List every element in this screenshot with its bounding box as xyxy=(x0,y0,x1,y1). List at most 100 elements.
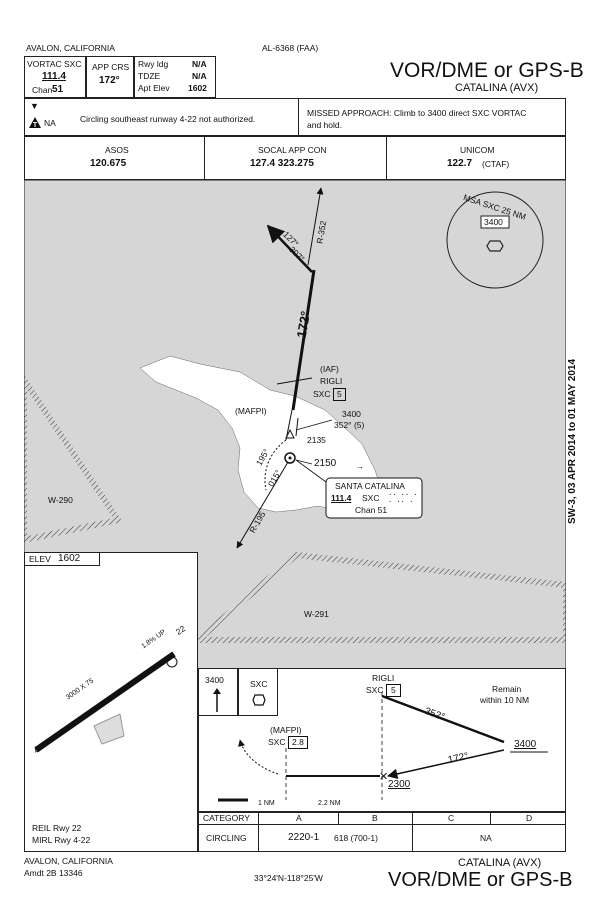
elevation-leader xyxy=(295,459,313,465)
category-a: A xyxy=(296,813,302,823)
footer-subtitle: CATALINA (AVX) xyxy=(458,857,542,869)
radial-195-line xyxy=(236,461,289,549)
chart-id: AL-6368 (FAA) xyxy=(262,43,319,53)
airport-diagram xyxy=(24,552,198,852)
vortac-frequency: 111.4 xyxy=(42,71,66,82)
app-crs-value: 172° xyxy=(99,75,120,86)
profile-sxc: SXC xyxy=(250,679,268,689)
vortac-center xyxy=(288,456,292,460)
profile-diagram: ✕ xyxy=(218,692,548,802)
vortac-callout-chan: Chan 51 xyxy=(355,505,388,515)
col-div-1 xyxy=(258,812,259,852)
elevation-box xyxy=(24,552,100,566)
rigli-fix-mark xyxy=(276,377,313,385)
msa-altitude: 3400 xyxy=(484,217,503,227)
feeder-route xyxy=(266,224,313,273)
missed-climb-path xyxy=(238,739,279,775)
vortac-info-box xyxy=(24,56,86,98)
airport-subtitle: CATALINA (AVX) xyxy=(455,82,539,94)
profile-mafpi: (MAFPI) xyxy=(270,725,302,735)
minimums-table xyxy=(198,812,566,852)
col-div-4 xyxy=(490,812,491,824)
circling-ab-minimum: 2220-1 xyxy=(288,832,320,843)
asos-label: ASOS xyxy=(105,145,129,155)
distance-1nm: 1 NM xyxy=(258,800,275,807)
outbound-leg xyxy=(381,694,505,744)
svg-text:T: T xyxy=(33,122,38,128)
distance-22nm: 2.2 NM xyxy=(318,800,341,807)
rwy-ldg-label: Rwy ldg xyxy=(138,59,169,69)
morse-code: ·· ·· ·· ·· · xyxy=(388,491,418,506)
category-c: C xyxy=(448,813,455,823)
beacon-symbol xyxy=(166,656,178,668)
obstacle-elevation: 2135 xyxy=(307,435,326,445)
vortac-name: SANTA CATALINA xyxy=(335,481,405,491)
circling-cd-minimum: NA xyxy=(480,833,492,843)
airport-elev-value: 1602 xyxy=(58,553,81,564)
msa-vortac-symbol xyxy=(486,240,504,252)
notes-row xyxy=(24,98,566,136)
msa-circle xyxy=(446,191,544,289)
holding-box xyxy=(238,668,278,716)
tdze-label: TDZE xyxy=(138,71,161,81)
runway-diagram xyxy=(34,651,178,753)
airport-elev-label: ELEV xyxy=(29,554,51,564)
climb-arrow-icon xyxy=(213,688,221,712)
runway-4-22 xyxy=(34,651,176,753)
vortac-symbol xyxy=(284,452,296,464)
procedure-title: VOR/DME or GPS-B xyxy=(390,59,584,82)
rigli-label: RIGLI xyxy=(320,376,343,386)
profile-climb-alt: 3400 xyxy=(205,675,224,685)
inbound-leg xyxy=(386,749,505,780)
vortac-callout-box xyxy=(325,477,423,519)
remain-note-1: Remain xyxy=(492,684,522,694)
w290-boundary xyxy=(24,374,123,544)
circling-note: Circling southeast runway 4-22 not autho… xyxy=(80,114,256,124)
restricted-area-w290: W-290 xyxy=(48,495,73,505)
vortac-label: VORTAC SXC xyxy=(27,59,82,69)
profile-min-altitude: 2300 xyxy=(388,779,411,790)
apt-elev-label: Apt Elev xyxy=(138,83,170,93)
rigli-dme: 5 xyxy=(333,388,346,401)
taxiway xyxy=(93,713,125,745)
comms-divider-2 xyxy=(386,136,387,180)
circling-label: CIRCLING xyxy=(206,833,247,843)
minimums-row-divider xyxy=(198,824,566,825)
unicom-frequency: 122.7 xyxy=(447,158,473,169)
approach-control-frequency: 127.4 323.275 xyxy=(250,158,314,169)
mirl-note: MIRL Rwy 4-22 xyxy=(32,835,91,845)
circling-ab-haa: 618 (700-1) xyxy=(334,833,378,843)
chan-value: 51 xyxy=(52,84,64,95)
footer-title: VOR/DME or GPS-B xyxy=(388,869,573,891)
msa-alt-box xyxy=(480,215,510,229)
profile-rigli-dme: 5 xyxy=(386,684,401,697)
reil-note: REIL Rwy 22 xyxy=(32,823,82,833)
approach-control-label: SOCAL APP CON xyxy=(258,145,327,155)
notes-divider xyxy=(298,98,299,136)
category-label: CATEGORY xyxy=(203,813,250,823)
apt-elev-value: 1602 xyxy=(188,83,207,93)
runway-info-box xyxy=(134,56,216,98)
missed-climb-box xyxy=(198,668,238,716)
app-crs-box xyxy=(86,56,134,98)
profile-hold-altitude: 3400 xyxy=(514,739,537,750)
rigli-sxc-label: SXC xyxy=(313,389,331,399)
asos-frequency: 120.675 xyxy=(90,158,127,169)
takeoff-minimums-symbol: T xyxy=(29,117,41,128)
spot-elevation: 2150 xyxy=(314,458,337,469)
radial-352-line xyxy=(307,187,324,266)
hold-leader-line xyxy=(295,419,333,431)
vortac-callout-leader xyxy=(295,459,327,483)
missed-approach-path xyxy=(264,439,287,491)
location-header: AVALON, CALIFORNIA xyxy=(26,43,115,53)
profile-mafpi-dme: 2.8 xyxy=(288,736,308,749)
col-div-3 xyxy=(412,812,413,852)
col-div-2 xyxy=(338,812,339,824)
remain-note-2: within 10 NM xyxy=(480,695,530,705)
alternate-na-symbol: ▼ xyxy=(30,101,39,111)
profile-rigli-sxc: SXC xyxy=(366,685,384,695)
vortac-callout-frequency: 111.4 xyxy=(331,493,352,503)
w291-boundary xyxy=(189,551,566,643)
chan-label: Chan xyxy=(32,85,53,95)
mafpi-label: (MAFPI) xyxy=(235,406,267,416)
